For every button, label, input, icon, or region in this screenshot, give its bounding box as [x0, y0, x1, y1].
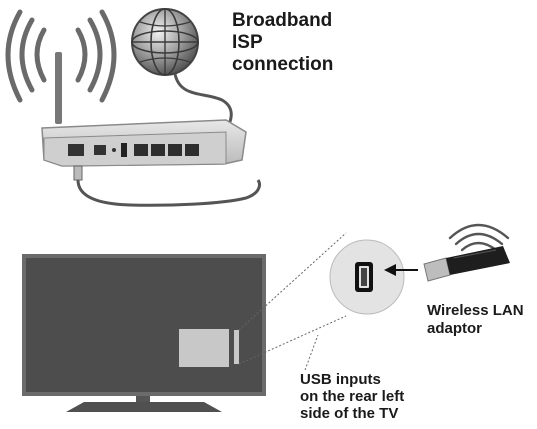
usb-zoom-circle — [329, 239, 405, 315]
broadband-label-line-3: connection — [232, 54, 334, 75]
usb-inputs-label-line-2: on the rear left — [300, 388, 405, 405]
wifi-signal-icon — [5, 9, 117, 103]
usb-inputs-label: USB inputs on the rear left side of the … — [300, 371, 404, 422]
usb-inputs-label-line-3: side of the TV — [300, 405, 399, 422]
insert-arrow-icon — [384, 264, 418, 276]
tv-screen — [26, 258, 262, 392]
tv-stand — [66, 402, 222, 412]
broadband-label: Broadband ISP connection — [232, 10, 333, 76]
tv-neck — [136, 396, 150, 402]
tv — [22, 254, 266, 412]
wireless-lan-label-line-2: adaptor — [427, 320, 483, 337]
router-cable — [73, 165, 261, 207]
globe-icon — [131, 8, 199, 76]
router-wan-port — [68, 144, 84, 156]
usb-port-slot — [234, 330, 239, 364]
router — [41, 119, 247, 167]
adaptor-wifi-signal-icon — [448, 223, 510, 252]
zoom-indicator-lines — [238, 232, 347, 371]
broadband-label-line-2: ISP — [232, 32, 263, 53]
router-antenna — [55, 52, 62, 124]
router-reset-button — [112, 148, 116, 152]
wireless-lan-label-line-1: Wireless LAN — [427, 302, 524, 319]
router-lan-ports — [134, 144, 199, 156]
wireless-lan-adaptor — [423, 246, 510, 282]
router-switch — [121, 143, 127, 157]
router-power-port — [94, 145, 106, 155]
usb-inputs-label-line-1: USB inputs — [300, 371, 381, 388]
usb-port-area — [179, 329, 229, 367]
wireless-lan-label: Wireless LAN adaptor — [427, 302, 524, 338]
broadband-label-line-1: Broadband — [232, 10, 333, 31]
